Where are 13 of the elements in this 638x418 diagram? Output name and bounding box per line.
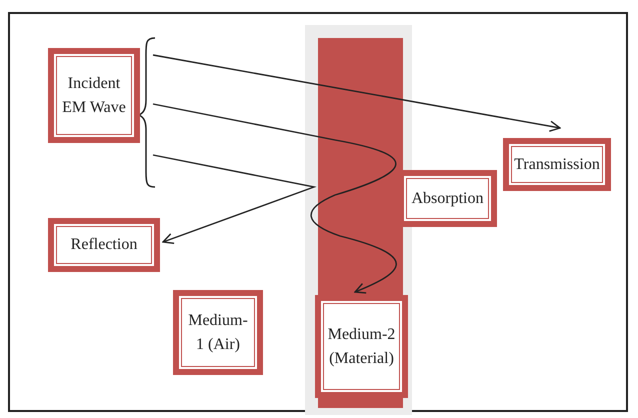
node-label: Absorption [412,188,484,209]
wave-label-box [48,48,140,143]
node-label: Transmission [514,154,600,175]
arrow [152,154,317,244]
node-label: Medium-1 (Air) [187,311,249,354]
node-label: Reflection [70,235,138,256]
node-label: Incident EM Wave [61,74,127,118]
wavy-arrow [152,103,396,294]
transmission-box [503,138,611,191]
arrow [152,54,561,132]
reflection-box [48,218,160,272]
node-label: Medium-2 (Material) [327,325,396,368]
medium-box [173,290,263,375]
